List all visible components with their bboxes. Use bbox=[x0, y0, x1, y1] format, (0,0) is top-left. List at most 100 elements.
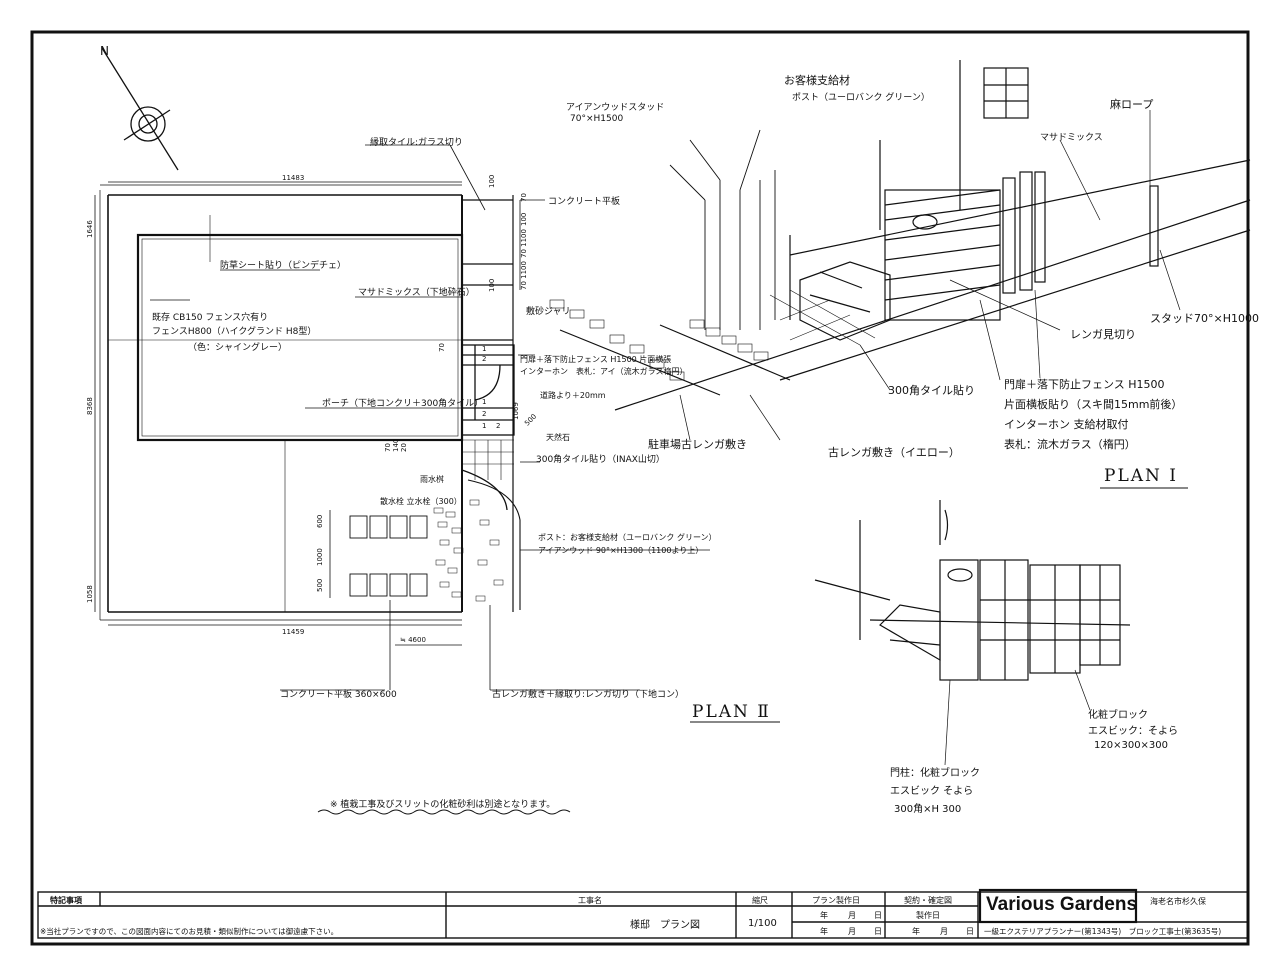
step-row: 1 bbox=[482, 398, 487, 406]
label-slab: コンクリート平板 360×600 bbox=[280, 690, 397, 700]
remarks-label: 特記事項 bbox=[50, 896, 82, 905]
dim-mid-70: 70 bbox=[438, 343, 446, 352]
plan1-rope: 麻ロープ bbox=[1110, 98, 1154, 111]
label-stone: 敷砂ジャリ bbox=[526, 307, 571, 317]
label-gate-fence2: インターホン 表札：アイ（流木ガラス楕円） bbox=[520, 367, 688, 376]
plan2-block3: 120×300×300 bbox=[1094, 740, 1169, 751]
company-logo: Various Gardens bbox=[986, 894, 1138, 915]
plan2-perspective bbox=[814, 500, 1131, 766]
plan2-gate2: エスビック そよら bbox=[890, 786, 974, 797]
plan1-client-post2: ポスト（ユーロバンク グリーン） bbox=[792, 93, 930, 103]
plan-date-month: 月 bbox=[848, 911, 856, 920]
dim-top-width: 11483 bbox=[282, 174, 305, 182]
plan1-stud: スタッド70°×H1000 bbox=[1150, 312, 1259, 325]
dim-right-4: 70 1100 bbox=[520, 229, 528, 258]
label-sheet: 防草シート貼り（ピンデチェ） bbox=[220, 261, 347, 271]
contract-label: 契約・確定図 bbox=[904, 896, 952, 905]
dim-left-total: 8368 bbox=[86, 397, 94, 415]
dim-slab-500: 500 bbox=[316, 578, 324, 592]
plan1-brick-edge: レンガ見切り bbox=[1070, 328, 1136, 341]
title-block-grid bbox=[37, 888, 1249, 939]
plan1-masa: マサドミックス bbox=[1040, 133, 1103, 143]
label-brick: 古レンガ敷き＋縁取り:レンガ切り（下地コン） bbox=[492, 690, 685, 700]
plan1-perspective bbox=[549, 60, 1251, 441]
plan1-title: PLAN Ⅰ bbox=[1104, 466, 1178, 486]
plan2-gate3: 300角×H 300 bbox=[894, 804, 962, 815]
plan1-ironwood2: 70°×H1500 bbox=[570, 114, 624, 124]
plan1-gate1: 門扉＋落下防止フェンス H1500 bbox=[1004, 378, 1165, 391]
plan1-parking-brick: 駐車場古レンガ敷き bbox=[648, 438, 747, 451]
step-row: 1 bbox=[482, 345, 487, 353]
scale-value: 1/100 bbox=[748, 918, 777, 929]
dim-right-3: 100 bbox=[520, 212, 528, 226]
dim-lower-70: 70 bbox=[384, 443, 392, 452]
label-masa: マサドミックス（下地砕石） bbox=[358, 288, 475, 298]
step-row: 1 bbox=[482, 422, 487, 430]
dim-width-4600: ≒ 4600 bbox=[400, 636, 426, 644]
label-gate-fence1: 門扉＋落下防止フェンス H1500 片面横張 bbox=[520, 355, 672, 364]
north-label: N bbox=[100, 44, 109, 58]
plan2-title: PLAN Ⅱ bbox=[692, 702, 771, 722]
plan2-gate1: 門柱：化粧ブロック bbox=[890, 768, 980, 779]
dim-left-top: 1646 bbox=[86, 220, 94, 238]
site-plan bbox=[94, 144, 710, 691]
plan-date-year-2: 年 bbox=[820, 927, 828, 936]
label-porch: ポーチ（下地コンクリ＋300角タイル） bbox=[322, 399, 484, 409]
plan-date-day: 日 bbox=[874, 911, 882, 920]
made-day: 日 bbox=[966, 927, 974, 936]
dim-right-5: 70 1100 bbox=[520, 261, 528, 290]
plan-date-day-2: 日 bbox=[874, 927, 882, 936]
plan2-block2: エスビック：そよら bbox=[1088, 726, 1178, 737]
label-post1: ポスト：お客様支給材（ユーロバンク グリーン） bbox=[538, 533, 717, 542]
plan-date-year: 年 bbox=[820, 911, 828, 920]
north-compass-icon bbox=[101, 47, 179, 171]
plan-date-label: プラン製作日 bbox=[812, 896, 860, 905]
label-concrete-top: コンクリート平板 bbox=[548, 197, 621, 207]
label-color: （色：シャイングレー） bbox=[188, 343, 288, 353]
step-row: 2 bbox=[482, 410, 487, 418]
made-label: 製作日 bbox=[916, 911, 940, 920]
drawing-frame bbox=[30, 30, 1250, 946]
dim-right-2: 70 bbox=[520, 193, 528, 202]
caution-underline bbox=[317, 809, 571, 815]
label-tile-300: 300角タイル貼り（INAX山切） bbox=[536, 455, 665, 465]
label-fence-top: 縁取タイル:ガラス切り bbox=[370, 138, 463, 148]
caution-note: ※ 植栽工事及びスリットの化粧砂利は別途となります。 bbox=[330, 800, 556, 810]
label-fence-h: フェンスH800（ハイクグランド H8型） bbox=[152, 327, 317, 337]
dim-left-bottom: 1058 bbox=[86, 585, 94, 603]
plan1-old-brick: 古レンガ敷き（イエロー） bbox=[828, 446, 960, 459]
project-value: 様邸 プラン図 bbox=[630, 920, 700, 931]
dim-bottom-width: 11459 bbox=[282, 628, 305, 636]
dim-mid-1069: 1069 bbox=[512, 402, 520, 420]
label-water: 散水栓 立水栓（300） bbox=[380, 497, 462, 506]
remarks-note: ※当社プランですので、この図面内容にてのお見積・類似制作については御遠慮下さい。 bbox=[40, 927, 339, 936]
plan1-gate4: 表札：流木ガラス（楕円） bbox=[1004, 438, 1136, 451]
label-post2: アイアンウッド 90°×H1300（1100より上） bbox=[538, 546, 704, 555]
company-city: 海老名市杉久保 bbox=[1150, 897, 1206, 906]
made-year: 年 bbox=[912, 927, 920, 936]
label-rain: 雨水桝 bbox=[420, 475, 444, 484]
scale-label: 縮尺 bbox=[752, 896, 768, 905]
plan1-ironwood1: アイアンウッドスタッド bbox=[566, 103, 665, 113]
plan-date-month-2: 月 bbox=[848, 927, 856, 936]
step-row: 2 bbox=[496, 422, 501, 430]
plan2-block1: 化粧ブロック bbox=[1088, 710, 1148, 721]
project-label: 工事名 bbox=[578, 896, 602, 905]
step-row: 2 bbox=[482, 355, 487, 363]
dim-right-6: 100 bbox=[488, 278, 496, 292]
label-cb: 既存 CB150 フェンス穴有り bbox=[152, 313, 269, 323]
plan1-tile: 300角タイル貼り bbox=[888, 384, 975, 397]
plan1-client-post1: お客様支給材 bbox=[784, 74, 850, 87]
plan1-gate3: インターホン 支給材取付 bbox=[1004, 418, 1129, 431]
dim-right-1: 100 bbox=[488, 174, 496, 188]
dim-slab-600: 600 bbox=[316, 514, 324, 528]
license-info: 一級エクステリアプランナー(第1343号) ブロック工事士(第3635号) bbox=[984, 927, 1222, 936]
label-step-stone: 天然石 bbox=[546, 433, 570, 442]
plan1-gate2: 片面横板貼り（スキ間15mm前後） bbox=[1004, 398, 1183, 411]
label-road-level: 道路より＋20mm bbox=[540, 391, 606, 400]
dim-slab-1000: 1000 bbox=[316, 548, 324, 566]
dim-lower-20: 20 bbox=[400, 443, 408, 452]
made-month: 月 bbox=[940, 927, 948, 936]
dim-lower-140: 140 bbox=[392, 438, 400, 452]
